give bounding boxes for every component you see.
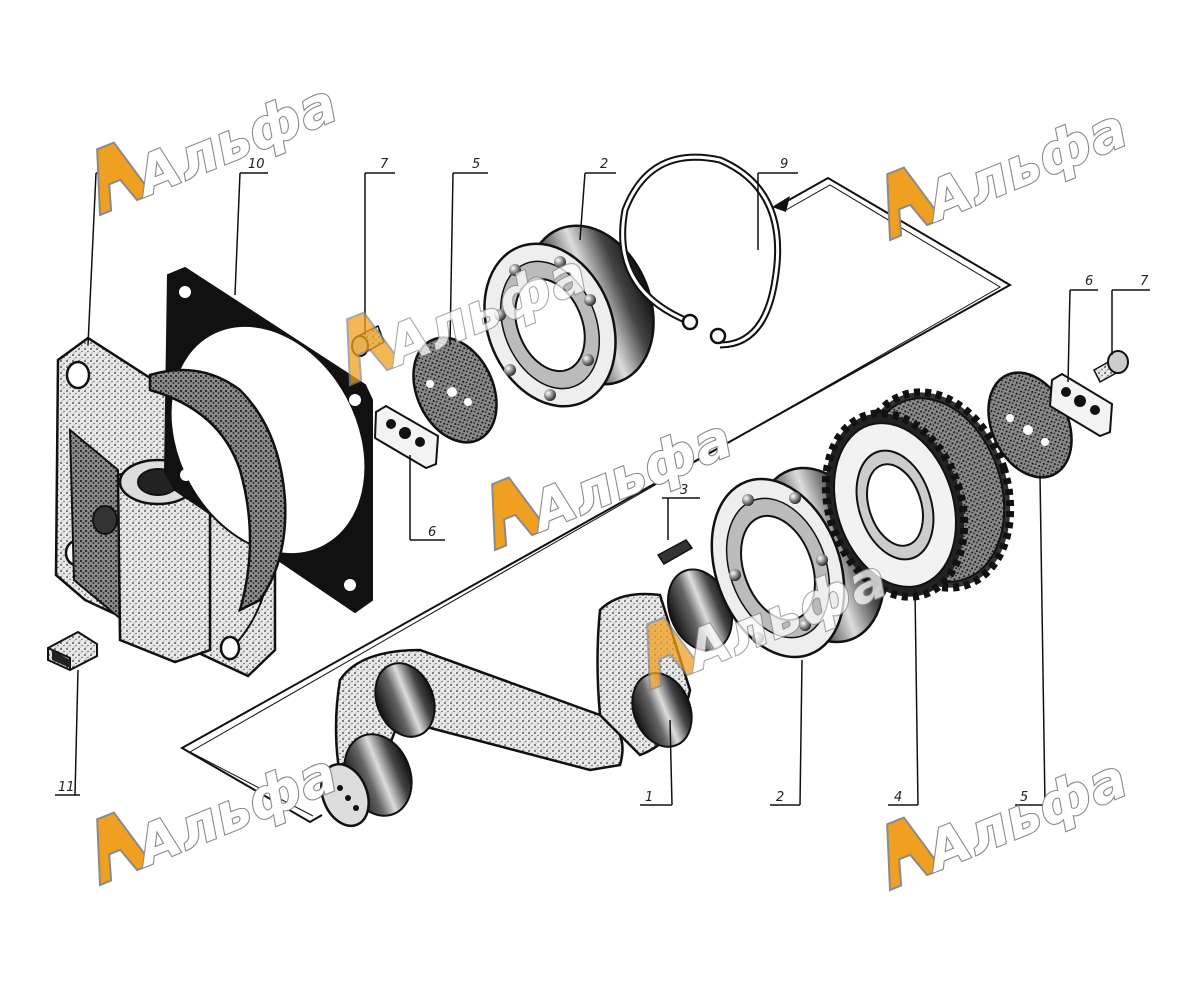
callout-6-left: 6 — [428, 525, 436, 540]
callout-9: 9 — [780, 157, 788, 172]
watermark-4: Альфа — [491, 405, 743, 552]
screw-7-right — [1093, 350, 1129, 384]
leader-lines — [55, 172, 1150, 806]
key-3 — [656, 539, 694, 565]
callout-1: 1 — [645, 790, 653, 805]
lock-plate-6-right — [1048, 372, 1114, 438]
watermark-text: Альфа — [914, 96, 1136, 235]
callout-2-upper: 2 — [600, 157, 608, 172]
callout-2-lower: 2 — [776, 790, 784, 805]
key-11 — [47, 630, 98, 672]
watermark-text: Альфа — [124, 741, 346, 880]
callout-5-right: 5 — [1020, 790, 1028, 805]
watermark-6: Альфа — [96, 740, 348, 887]
bearing-2-upper — [483, 224, 655, 408]
callout-11: 11 — [58, 780, 75, 795]
callout-7-left: 7 — [380, 157, 389, 172]
plate-5-left — [412, 336, 498, 444]
gear-4 — [821, 388, 1015, 601]
watermark-1: Альфа — [96, 70, 348, 217]
callout-6-right: 6 — [1085, 274, 1093, 289]
assembly-axis-line — [179, 176, 1013, 824]
arrow-head — [772, 196, 790, 212]
housing-boss — [148, 368, 287, 613]
watermark-2: Альфа — [886, 95, 1138, 242]
callout-5-left: 5 — [472, 157, 480, 172]
assembly-axis-line-inner — [188, 184, 1001, 817]
callout-4: 4 — [894, 790, 902, 805]
watermark-text: Альфа — [914, 746, 1136, 885]
snap-ring-9 — [619, 153, 782, 349]
watermark-text: Альфа — [519, 406, 741, 545]
housing-flange — [54, 336, 277, 678]
crankshaft-1 — [320, 568, 733, 828]
callout-10: 10 — [248, 157, 265, 172]
watermark-text: Альфа — [124, 71, 346, 210]
watermark-7: Альфа — [886, 745, 1138, 892]
callout-3: 3 — [680, 483, 688, 498]
lock-plate-6-left — [373, 404, 440, 470]
callout-7-right: 7 — [1140, 274, 1149, 289]
